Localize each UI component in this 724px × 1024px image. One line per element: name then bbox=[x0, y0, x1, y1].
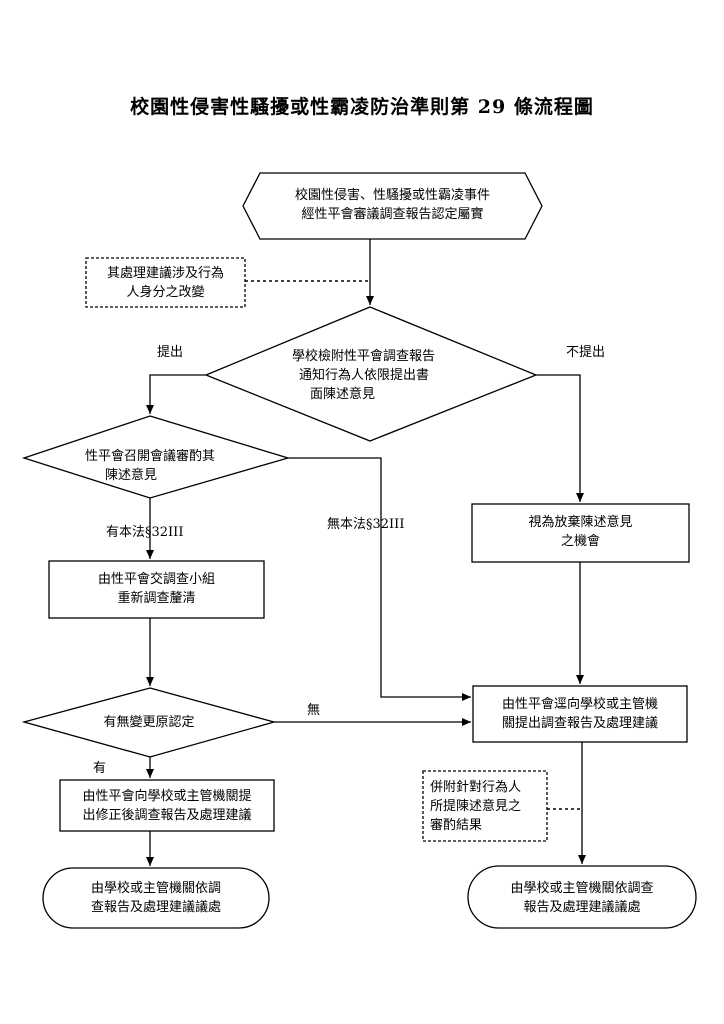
edge-label-none: 無 bbox=[307, 703, 321, 718]
note-attach-text: 併附針對行為人 所提陳述意見之 審酌結果 bbox=[430, 778, 521, 835]
end-right-text: 由學校或主管機關依調查 報告及處理建議議處 bbox=[468, 879, 696, 917]
note-identity-box bbox=[85, 257, 246, 308]
waive-text: 視為放棄陳述意見 之機會 bbox=[472, 513, 689, 551]
waive-line-2: 之機會 bbox=[560, 534, 600, 549]
submit-revised-box bbox=[59, 779, 275, 832]
arrow-school-to-committee bbox=[146, 374, 206, 414]
decision-school-text: 學校檢附性平會調查報告 通知行為人依限提出書 面陳述意見 bbox=[292, 347, 435, 404]
end-left-line-2: 查報告及處理建議議處 bbox=[90, 900, 221, 915]
end-left-line-1: 由學校或主管機關依調 bbox=[90, 881, 221, 896]
end-left-text: 由學校或主管機關依調 查報告及處理建議議處 bbox=[43, 879, 269, 917]
end-right-line-2: 報告及處理建議議處 bbox=[523, 900, 641, 915]
waive-line-1: 視為放棄陳述意見 bbox=[528, 515, 633, 530]
end-left-terminator bbox=[42, 867, 270, 929]
decision-change-text: 有無變更原認定 bbox=[24, 713, 274, 732]
submit-revised-line-2: 出修正後調查報告及處理建議 bbox=[82, 808, 252, 823]
note-identity-line-2: 人身分之改變 bbox=[126, 285, 205, 300]
submit-revised-line-1: 由性平會向學校或主管機關提 bbox=[82, 789, 252, 804]
end-right-terminator bbox=[467, 865, 697, 929]
edge-label-without-law: 無本法§32III bbox=[327, 517, 405, 532]
edge-label-with-law: 有本法§32III bbox=[106, 525, 184, 540]
note-attach-line-3: 審酌結果 bbox=[430, 818, 483, 833]
decision-school-line-2: 通知行為人依限提出書 bbox=[299, 368, 430, 383]
arrow-committee-to-direct bbox=[288, 457, 471, 701]
decision-committee-line-1: 性平會召開會議審酌其 bbox=[85, 449, 216, 464]
arrow-school-to-waive bbox=[536, 374, 584, 502]
submit-direct-line-2: 關提出調查報告及處理建議 bbox=[501, 716, 658, 731]
note-attach-line-1: 併附針對行為人 bbox=[430, 780, 522, 795]
decision-committee-text: 性平會召開會議審酌其 陳述意見 bbox=[85, 447, 215, 485]
reinvestigate-text: 由性平會交調查小組 重新調查釐清 bbox=[49, 570, 264, 608]
edge-label-not-submit: 不提出 bbox=[566, 345, 606, 360]
start-line-1: 校園性侵害、性騷擾或性霸凌事件 bbox=[294, 188, 490, 203]
decision-school-notify bbox=[204, 306, 538, 442]
edge-label-has: 有 bbox=[93, 761, 107, 776]
end-right-line-1: 由學校或主管機關依調查 bbox=[510, 881, 654, 896]
submit-direct-box bbox=[472, 685, 688, 743]
note-identity-text: 其處理建議涉及行為 人身分之改變 bbox=[86, 264, 245, 302]
reinvestigate-line-2: 重新調查釐清 bbox=[117, 591, 196, 606]
note-identity-line-1: 其處理建議涉及行為 bbox=[106, 266, 224, 281]
edge-label-submit: 提出 bbox=[157, 345, 184, 360]
reinvestigate-box bbox=[48, 560, 265, 619]
note-attach-box bbox=[422, 770, 548, 842]
submit-direct-line-1: 由性平會逕向學校或主管機 bbox=[501, 697, 658, 712]
start-line-2: 經性平會審議調查報告認定屬實 bbox=[301, 207, 484, 222]
decision-change-line-1: 有無變更原認定 bbox=[103, 715, 195, 730]
decision-school-line-1: 學校檢附性平會調查報告 bbox=[292, 349, 436, 364]
submit-direct-text: 由性平會逕向學校或主管機 關提出調查報告及處理建議 bbox=[473, 695, 687, 733]
note-attach-line-2: 所提陳述意見之 bbox=[430, 799, 522, 814]
page-title: 校園性侵害性騷擾或性霸凌防治準則第 29 條流程圖 bbox=[130, 96, 594, 118]
start-node bbox=[242, 172, 543, 240]
start-node-text: 校園性侵害、性騷擾或性霸凌事件 經性平會審議調查報告認定屬實 bbox=[260, 186, 525, 224]
submit-revised-text: 由性平會向學校或主管機關提 出修正後調查報告及處理建議 bbox=[60, 787, 274, 825]
decision-committee-line-2: 陳述意見 bbox=[105, 468, 158, 483]
decision-school-line-3: 面陳述意見 bbox=[310, 387, 376, 402]
reinvestigate-line-1: 由性平會交調查小組 bbox=[97, 572, 215, 587]
